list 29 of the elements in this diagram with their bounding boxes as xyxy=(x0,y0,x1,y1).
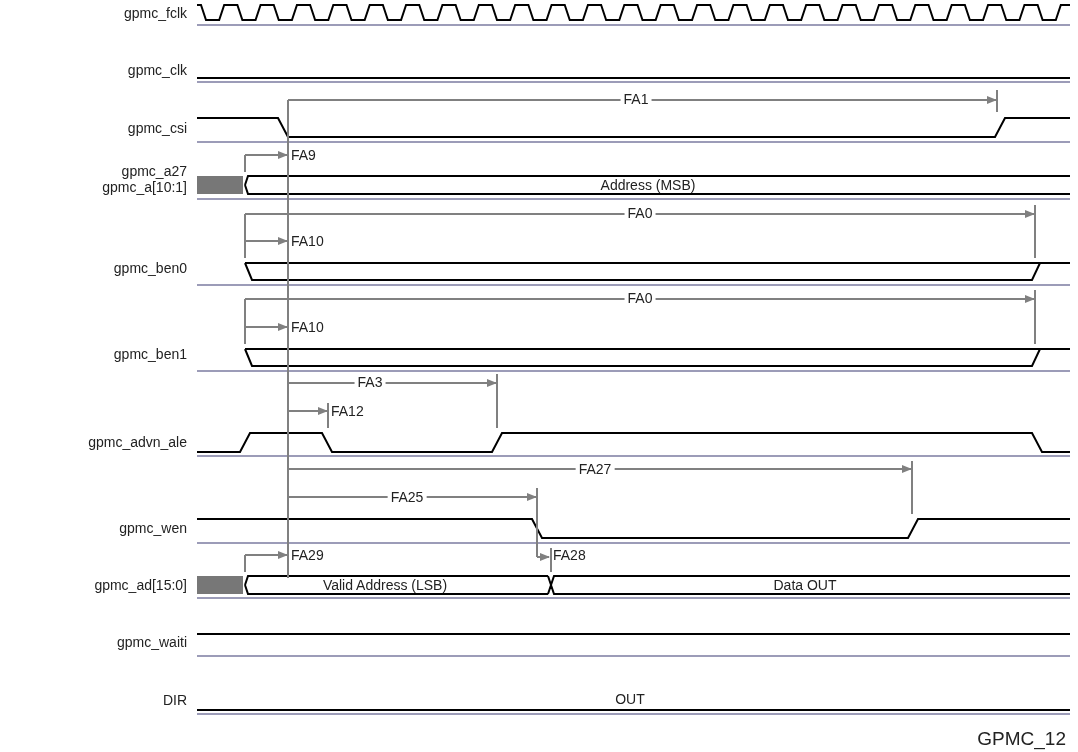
signal-name: gpmc_ad[15:0] xyxy=(94,577,187,593)
bus-value: OUT xyxy=(615,691,645,707)
bus-value: Data OUT xyxy=(773,577,837,593)
timing-label: FA10 xyxy=(291,319,324,335)
timing-label: FA10 xyxy=(291,233,324,249)
signal-name: gpmc_fclk xyxy=(123,5,187,21)
figure-id: GPMC_12 xyxy=(977,728,1066,750)
timing-label: FA28 xyxy=(553,547,586,563)
signal-name: gpmc_clk xyxy=(127,62,187,78)
timing-label: FA25 xyxy=(387,489,427,505)
timing-label: FA0 xyxy=(624,290,656,306)
timing-label: FA1 xyxy=(620,91,652,107)
signal-name: gpmc_wen xyxy=(119,520,187,536)
signal-name: gpmc_a[10:1] xyxy=(102,179,187,195)
timing-label: FA0 xyxy=(624,205,656,221)
bus-value: Address (MSB) xyxy=(600,177,696,193)
signal-name: gpmc_ben1 xyxy=(113,346,187,362)
bus-value: Valid Address (LSB) xyxy=(322,577,448,593)
timing-label: FA29 xyxy=(291,547,324,563)
timing-label: FA12 xyxy=(331,403,364,419)
timing-label: FA27 xyxy=(575,461,615,477)
signal-name: gpmc_waiti xyxy=(116,634,187,650)
signal-name: gpmc_csi xyxy=(127,120,187,136)
timing-label: FA3 xyxy=(354,374,386,390)
signal-name: gpmc_a27 xyxy=(121,163,187,179)
signal-name: gpmc_ben0 xyxy=(113,260,187,276)
signal-name: DIR xyxy=(162,692,187,708)
signal-name: gpmc_advn_ale xyxy=(88,434,187,450)
timing-label: FA9 xyxy=(291,147,316,163)
